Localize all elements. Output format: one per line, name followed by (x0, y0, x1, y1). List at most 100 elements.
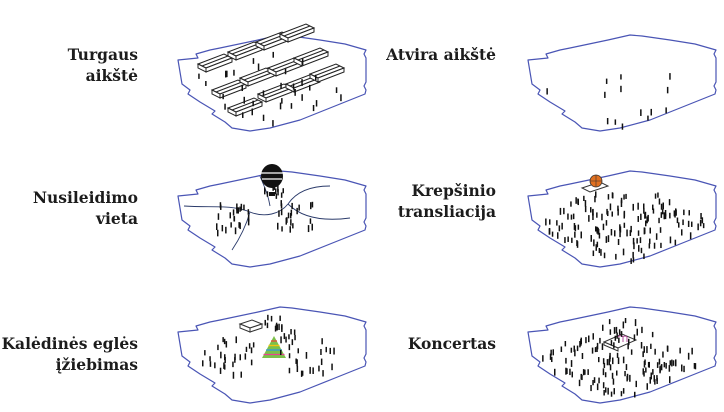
person (624, 371, 626, 377)
label-line: aikštė (85, 66, 138, 85)
label-line: Koncertas (407, 334, 496, 353)
person (669, 236, 672, 244)
person (611, 372, 614, 379)
person (224, 364, 226, 370)
person (658, 358, 661, 365)
person (546, 88, 548, 95)
plaza-outline (527, 34, 717, 132)
person (638, 245, 640, 252)
person (649, 376, 651, 384)
person (257, 63, 260, 71)
person (647, 115, 649, 121)
person (624, 318, 627, 324)
person (293, 329, 296, 335)
stall-front (205, 57, 233, 73)
person (612, 378, 615, 385)
person (202, 360, 204, 367)
person (243, 96, 245, 104)
person (573, 345, 575, 352)
person (700, 213, 702, 220)
person (693, 363, 696, 369)
person (550, 349, 552, 356)
person (664, 210, 667, 217)
person (576, 241, 579, 248)
person (598, 377, 600, 384)
person (252, 58, 255, 64)
person (570, 214, 573, 220)
label-line: Krepšinio (411, 181, 496, 200)
person (232, 209, 235, 216)
person (588, 215, 590, 222)
person (649, 238, 651, 244)
person (596, 226, 598, 234)
person (557, 232, 559, 239)
person (660, 203, 663, 210)
person (602, 223, 605, 231)
person (219, 367, 222, 374)
person (596, 383, 599, 391)
person (617, 205, 619, 211)
person (301, 58, 304, 66)
person (301, 79, 303, 86)
person (618, 337, 620, 343)
person (656, 377, 658, 384)
person (281, 98, 283, 104)
person (295, 358, 297, 364)
person (545, 218, 547, 226)
person (600, 249, 602, 256)
person (548, 228, 551, 235)
person (622, 388, 625, 394)
person (622, 248, 625, 256)
person (567, 213, 569, 220)
person (571, 237, 573, 243)
person (663, 212, 665, 220)
person (607, 210, 609, 217)
person (672, 360, 675, 366)
person (646, 346, 648, 354)
person (224, 356, 226, 364)
person (242, 112, 244, 118)
person (599, 337, 601, 344)
stage-front (249, 323, 263, 333)
person (606, 118, 609, 125)
stall-front (293, 77, 321, 93)
stall-front (265, 87, 293, 103)
person (617, 357, 620, 365)
person (241, 84, 243, 92)
person (243, 204, 245, 211)
stall-ridge (297, 49, 325, 61)
person (676, 217, 679, 224)
person (683, 365, 685, 373)
person (217, 229, 219, 237)
person (605, 387, 607, 393)
person (640, 213, 642, 220)
person (219, 202, 222, 209)
person (262, 114, 265, 121)
person (244, 353, 247, 360)
person (669, 212, 671, 219)
person (674, 239, 677, 246)
person (679, 347, 681, 354)
person (607, 194, 610, 200)
label-line: vieta (96, 209, 138, 228)
person (616, 332, 618, 339)
person (619, 224, 621, 231)
person (662, 202, 664, 210)
person (225, 341, 228, 348)
person (602, 368, 605, 376)
person (640, 109, 642, 116)
person (572, 213, 575, 220)
person (598, 248, 601, 254)
person (214, 362, 216, 369)
person (561, 222, 563, 230)
person (267, 314, 269, 321)
person (598, 232, 601, 239)
person (610, 229, 613, 236)
person (659, 227, 662, 233)
person (229, 212, 231, 219)
person (604, 91, 606, 98)
person (608, 319, 611, 325)
person (630, 225, 632, 233)
person (225, 70, 227, 78)
person (284, 68, 287, 75)
